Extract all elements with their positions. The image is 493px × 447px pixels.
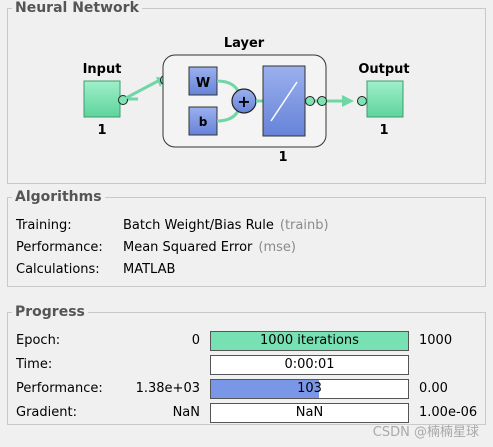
calculations-row: Calculations: MATLAB xyxy=(16,261,175,279)
performance-progress-bar: 103 xyxy=(210,379,409,399)
performance-label: Performance: xyxy=(16,240,103,255)
output-connector-icon xyxy=(357,96,367,106)
gradient-row: Gradient: NaN NaN 1.00e-06 xyxy=(16,403,486,423)
network-diagram: Input 1 Layer 1 W b + xyxy=(83,36,410,165)
progress-title: Progress xyxy=(12,303,88,321)
bias-block[interactable] xyxy=(188,106,218,136)
time-progress-text: 0:00:01 xyxy=(284,357,335,372)
output-size: 1 xyxy=(379,123,388,138)
layer-output-connector-icon xyxy=(305,96,315,106)
epoch-progress-fill xyxy=(211,332,408,350)
linear-transfer-icon xyxy=(270,81,298,122)
algorithms-panel: Algorithms Training: Batch Weight/Bias Ru… xyxy=(7,188,486,287)
epoch-max: 1000 xyxy=(419,333,453,348)
gradient-min: NaN xyxy=(172,405,200,420)
layer-size: 1 xyxy=(278,150,287,165)
output-label: Output xyxy=(358,62,409,77)
epoch-label: Epoch: xyxy=(16,333,61,348)
layer-output-node-icon xyxy=(317,96,327,106)
weight-label: W xyxy=(196,76,210,91)
training-row: Training: Batch Weight/Bias Rule (trainb) xyxy=(16,217,329,235)
performance-min: 1.38e+03 xyxy=(135,381,200,396)
input-node[interactable] xyxy=(83,80,121,118)
performance-progress-fill xyxy=(211,380,320,398)
performance-row: Performance: Mean Squared Error (mse) xyxy=(16,239,296,257)
input-size: 1 xyxy=(97,123,106,138)
performance-note: (mse) xyxy=(258,240,296,255)
gradient-label: Gradient: xyxy=(16,405,77,420)
input-label: Input xyxy=(83,62,122,77)
gradient-max: 1.00e-06 xyxy=(419,405,478,420)
gradient-progress-text: NaN xyxy=(295,405,324,420)
sum-symbol: + xyxy=(237,92,250,111)
output-node[interactable] xyxy=(366,80,404,118)
calculations-value: MATLAB xyxy=(123,262,176,277)
performance-progress-row: Performance: 1.38e+03 103 0.00 xyxy=(16,379,486,399)
layer-label: Layer xyxy=(224,36,265,51)
bias-label: b xyxy=(199,115,208,129)
time-label: Time: xyxy=(16,357,53,372)
neural-network-title: Neural Network xyxy=(12,0,142,17)
epoch-row: Epoch: 0 1000 iterations 1000 xyxy=(16,331,486,351)
algorithms-title: Algorithms xyxy=(12,188,105,206)
input-connector-icon xyxy=(118,95,128,105)
epoch-min: 0 xyxy=(191,333,200,348)
calculations-label: Calculations: xyxy=(16,262,100,277)
training-label: Training: xyxy=(16,218,72,233)
training-value: Batch Weight/Bias Rule xyxy=(123,218,274,233)
time-progress-bar: 0:00:01 xyxy=(210,355,409,375)
gradient-progress-bar: NaN xyxy=(210,403,409,423)
neural-network-panel: Neural Network Input 1 Layer 1 W xyxy=(7,0,486,184)
watermark: CSDN @楠楠星球 xyxy=(372,425,479,440)
epoch-progress-text: 1000 iterations xyxy=(260,333,359,348)
weight-block[interactable] xyxy=(188,66,218,96)
performance-progress-label: Performance: xyxy=(16,381,103,396)
training-note: (trainb) xyxy=(279,218,329,233)
performance-max: 0.00 xyxy=(419,381,448,396)
progress-panel: Progress Epoch: 0 1000 iterations 1000 T… xyxy=(7,303,486,425)
epoch-progress-bar: 1000 iterations xyxy=(210,331,409,351)
performance-value: Mean Squared Error xyxy=(123,240,253,255)
time-row: Time: 0:00:01 xyxy=(16,355,486,375)
performance-progress-text: 103 xyxy=(297,381,322,396)
